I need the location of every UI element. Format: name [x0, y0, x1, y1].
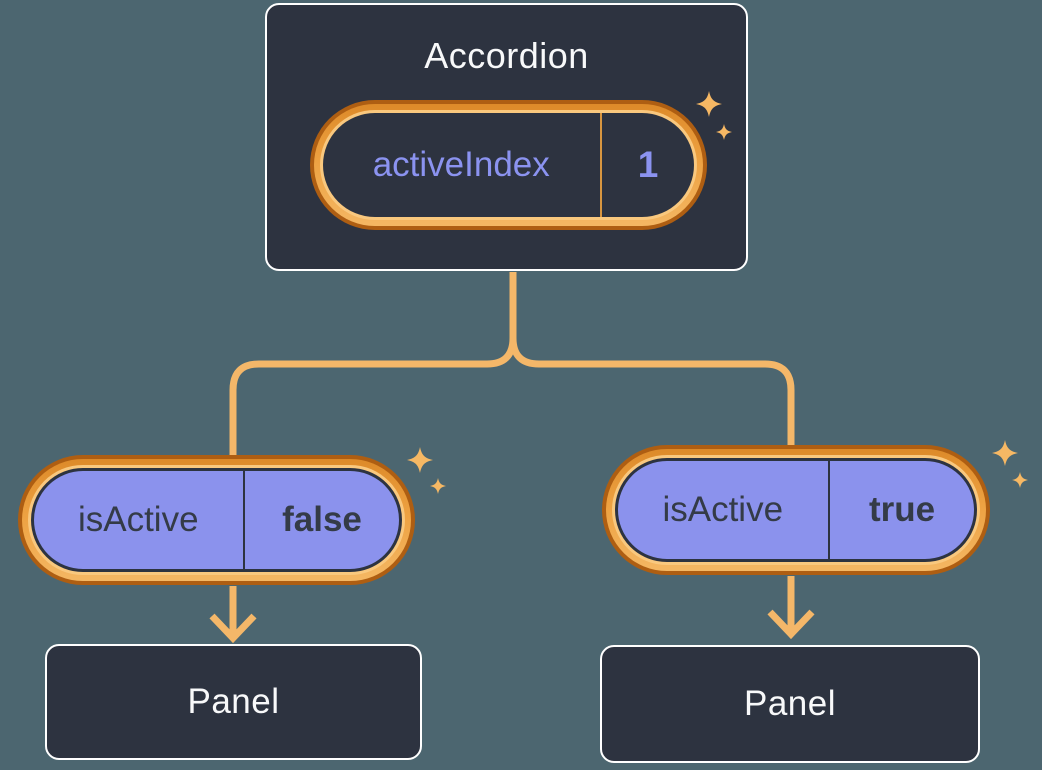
sparkle-icon: [407, 447, 433, 473]
pill-divider: [242, 471, 245, 569]
is-active-false-prop-pill: isActive false: [18, 455, 415, 585]
connector-to-right-pill: [509, 272, 795, 448]
panel-component-box-right: Panel: [600, 645, 980, 763]
state-value-label: 1: [637, 144, 659, 185]
sparkle-icon: [696, 91, 722, 117]
sparkle-icon: [430, 478, 446, 494]
state-name-label: activeIndex: [372, 145, 550, 184]
connector-to-left-pill: [229, 272, 517, 458]
prop-name-label: isActive: [77, 500, 199, 539]
is-active-true-prop-pill: isActive true: [602, 445, 990, 575]
accordion-title: Accordion: [424, 35, 589, 76]
sparkle-icon: [716, 124, 732, 140]
panel-title: Panel: [743, 684, 837, 723]
active-index-state-pill: activeIndex 1: [310, 100, 707, 230]
panel-component-box-left: Panel: [45, 644, 422, 760]
sparkle-icon: [1012, 472, 1028, 488]
prop-name-label: isActive: [662, 490, 784, 529]
prop-value-label: true: [868, 490, 936, 529]
pill-divider: [827, 461, 830, 559]
arrow-left-head: [209, 613, 257, 644]
arrow-right-head: [767, 609, 815, 640]
panel-title: Panel: [187, 682, 280, 721]
pill-divider: [599, 113, 602, 217]
prop-value-label: false: [282, 500, 362, 539]
sparkle-icon: [992, 440, 1018, 466]
